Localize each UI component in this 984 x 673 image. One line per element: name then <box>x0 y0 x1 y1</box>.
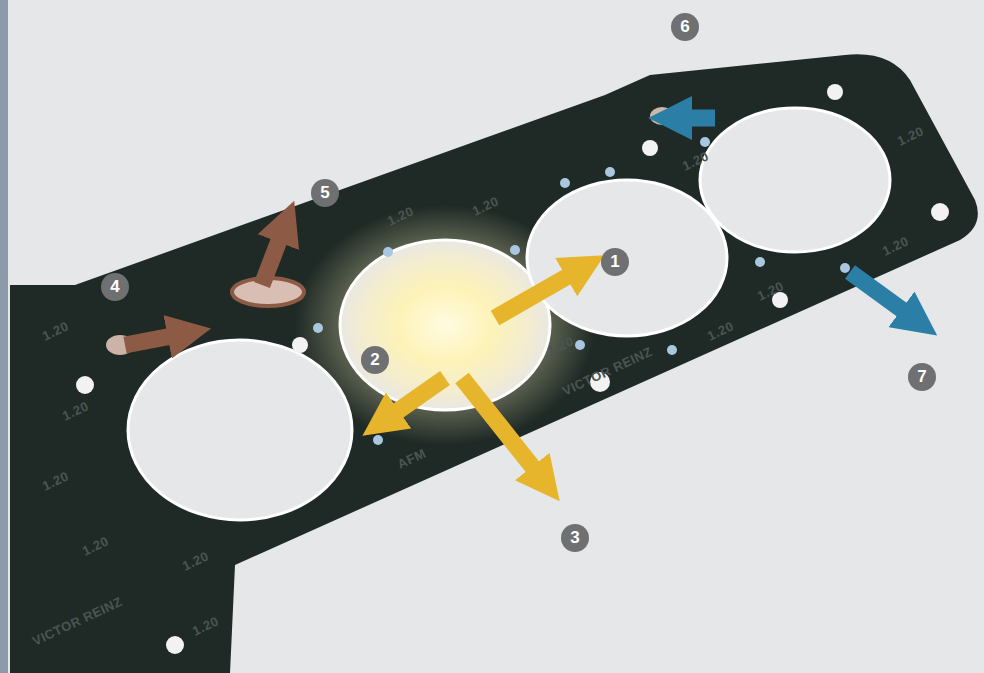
gasket-stamp: VICTOR REINZ <box>30 594 125 649</box>
gasket-stamp: 1.20 <box>190 613 221 638</box>
callout-number: 2 <box>361 346 389 374</box>
callout-number: 5 <box>311 179 339 207</box>
callout-number: 4 <box>101 273 129 301</box>
callout-number: 3 <box>561 524 589 552</box>
gasket-stamp: 1.20 <box>40 468 71 493</box>
bolt-holes <box>76 84 949 654</box>
coolant-holes <box>190 137 850 445</box>
gasket-body <box>10 54 978 673</box>
gasket-stamp: 1.20 <box>470 193 501 218</box>
gasket-stamp: 1.20 <box>755 278 786 303</box>
gasket-stamp: 1.20 <box>180 548 211 573</box>
gasket-stamp: 1.20 <box>40 318 71 343</box>
side-bar <box>0 0 8 673</box>
gasket-stamp: AFM <box>395 445 428 471</box>
gasket-stamp: 1.20 <box>80 533 111 558</box>
gasket-stamp: VICTOR REINZ <box>560 344 655 399</box>
cylinder-bore <box>700 108 890 252</box>
gasket-stamp: 1.20 <box>895 123 926 148</box>
gasket-stamp: 1.20 <box>545 333 576 358</box>
gasket-stamp: 1.20 <box>60 398 91 423</box>
leak-arrows <box>125 118 905 470</box>
cylinder-bore <box>527 180 727 336</box>
gasket-stamp: 1.20 <box>680 148 711 173</box>
gasket-stamp: 1.20 <box>880 233 911 258</box>
callout-number: 7 <box>908 363 936 391</box>
callout-number: 6 <box>671 13 699 41</box>
gasket-stamp: 1.20 <box>705 318 736 343</box>
coolant-hole <box>650 107 674 125</box>
callout-number: 1 <box>601 248 629 276</box>
gasket-stamp: 1.20 <box>385 203 416 228</box>
cylinder-bore <box>128 340 352 520</box>
